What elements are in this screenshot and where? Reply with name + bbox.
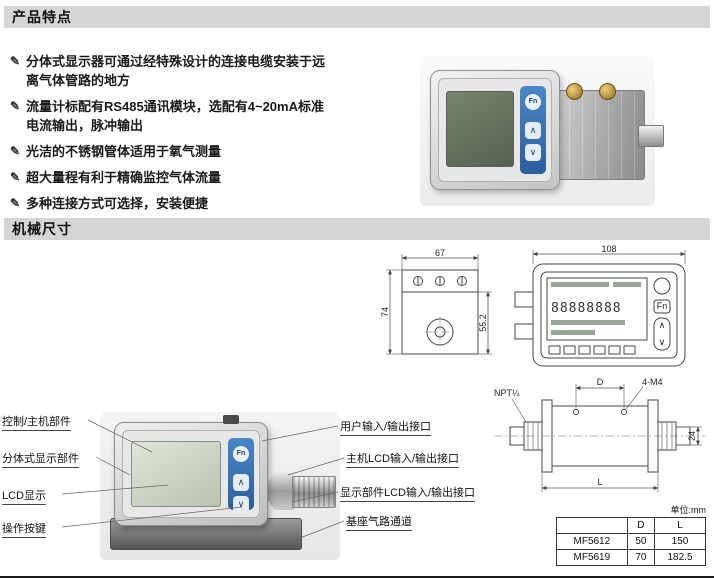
dim-face-width: 108 [601,244,616,254]
product-photo-flowmeter: Fn ∧ ∨ [420,56,664,206]
col-header-d: D [626,517,656,534]
callout-operation-buttons: 操作按键 [2,520,46,538]
cell-d: 50 [626,533,656,550]
up-button: ∧ [525,122,541,139]
flow-body-block [540,83,664,180]
callout-user-io-port: 用户输入/输出接口 [340,418,432,436]
threaded-connector [292,476,336,508]
table-row: MF5619 70 182.5 [556,549,706,566]
display-face: Fn ∧ ∨ [438,78,552,182]
callout-main-lcd-io-port: 主机LCD输入/输出接口 [346,450,460,468]
pencil-icon: ✎ [10,196,21,210]
steel-fitting [638,125,664,147]
product-photo-exploded: Fn ∧ ∨ [100,412,340,560]
feature-list: ✎ 分体式显示器可通过经特殊设计的连接电缆安装于远离气体管路的地方 ✎ 流量计标… [10,52,350,220]
fn-button-label: Fn [657,301,668,311]
section-title-product-features: 产品特点 [12,9,72,25]
feature-text: 多种连接方式可选择，安装便捷 [26,196,209,211]
section-title-mechanical-dimensions: 机械尺寸 [12,221,72,237]
fn-button: Fn [525,94,541,110]
down-button-label: ∨ [659,337,666,347]
brass-fitting [566,83,583,100]
pencil-icon: ✎ [10,99,21,113]
display-unit: Fn ∧ ∨ [114,415,268,526]
up-button: ∧ [233,474,249,491]
down-button: ∨ [233,496,249,513]
lcd-screen [446,91,514,167]
logo-icon [653,277,671,295]
callout-base-gas-channel: 基座气路通道 [346,513,412,531]
cell-l: 150 [654,533,706,550]
col-header-model [556,517,628,534]
dim-port-height: 24 [687,431,697,441]
drawing-body-dimensions: D 4-M4 24 L NPT¼ [494,377,706,492]
dim-hole-spacing: D [597,377,604,387]
dim-front-height: 74 [380,307,390,317]
feature-text: 超大量程有利于精确监控气体流量 [26,170,222,185]
brass-fitting [599,83,616,100]
feature-item: ✎ 分体式显示器可通过经特殊设计的连接电缆安装于远离气体管路的地方 [10,52,350,90]
dim-front-width: 67 [435,248,445,258]
dim-thread: NPT¼ [494,388,520,398]
display-face: Fn ∧ ∨ [122,430,260,518]
section-bar-mechanical-dimensions: 机械尺寸 [4,218,710,240]
feature-item: ✎ 多种连接方式可选择，安装便捷 [10,194,350,213]
lcd-digits: 88888888 [551,301,622,316]
display-unit: Fn ∧ ∨ [430,70,560,190]
drawing-front-view: 67 74 55.2 [380,248,492,355]
feature-item: ✎ 光洁的不锈钢管体适用于氧气测量 [10,142,350,161]
lcd-screen [131,441,221,507]
table-row: MF5612 50 150 [556,533,706,550]
feature-text: 分体式显示器可通过经特殊设计的连接电缆安装于远离气体管路的地方 [26,54,326,88]
dim-holes: 4-M4 [642,377,663,387]
cell-model: MF5612 [556,533,628,550]
size-table: 单位:mm D L MF5612 50 150 MF5619 70 182.5 [556,503,706,566]
callout-control-main-unit: 控制/主机部件 [2,413,72,431]
cable-gland [223,415,239,424]
pencil-icon: ✎ [10,170,21,184]
unit-note: 单位:mm [670,505,707,515]
feature-text: 光洁的不锈钢管体适用于氧气测量 [26,144,222,159]
down-button: ∨ [525,144,541,161]
button-panel: Fn ∧ ∨ [228,438,254,513]
cell-model: MF5619 [556,549,628,566]
dim-front-inner: 55.2 [478,314,488,332]
fn-button: Fn [233,446,249,462]
feature-item: ✎ 超大量程有利于精确监控气体流量 [10,168,350,187]
machining-texture [544,91,644,179]
steel-fitting-assembly [268,468,336,514]
pencil-icon: ✎ [10,54,21,68]
callout-display-lcd-io-port: 显示部件LCD输入/输出接口 [340,484,476,502]
up-button-label: ∧ [659,320,666,330]
callout-lcd-display: LCD显示 [2,487,47,505]
dim-length: L [597,477,602,487]
drawing-face-view: 108 Fn ∧ ∨ 88888888 [514,244,686,367]
callout-remote-display-unit: 分体式显示部件 [2,450,79,468]
button-panel: Fn ∧ ∨ [520,86,546,174]
feature-item: ✎ 流量计标配有RS485通讯模块，选配有4~20mA标准电流输出，脉冲输出 [10,97,350,135]
cell-l: 182.5 [654,549,706,566]
pencil-icon: ✎ [10,144,21,158]
col-header-l: L [654,517,706,534]
hex-nut [268,472,294,510]
cell-d: 70 [626,549,656,566]
feature-text: 流量计标配有RS485通讯模块，选配有4~20mA标准电流输出，脉冲输出 [26,99,324,133]
thread-texture [293,477,335,507]
section-bar-product-features: 产品特点 [4,6,710,28]
